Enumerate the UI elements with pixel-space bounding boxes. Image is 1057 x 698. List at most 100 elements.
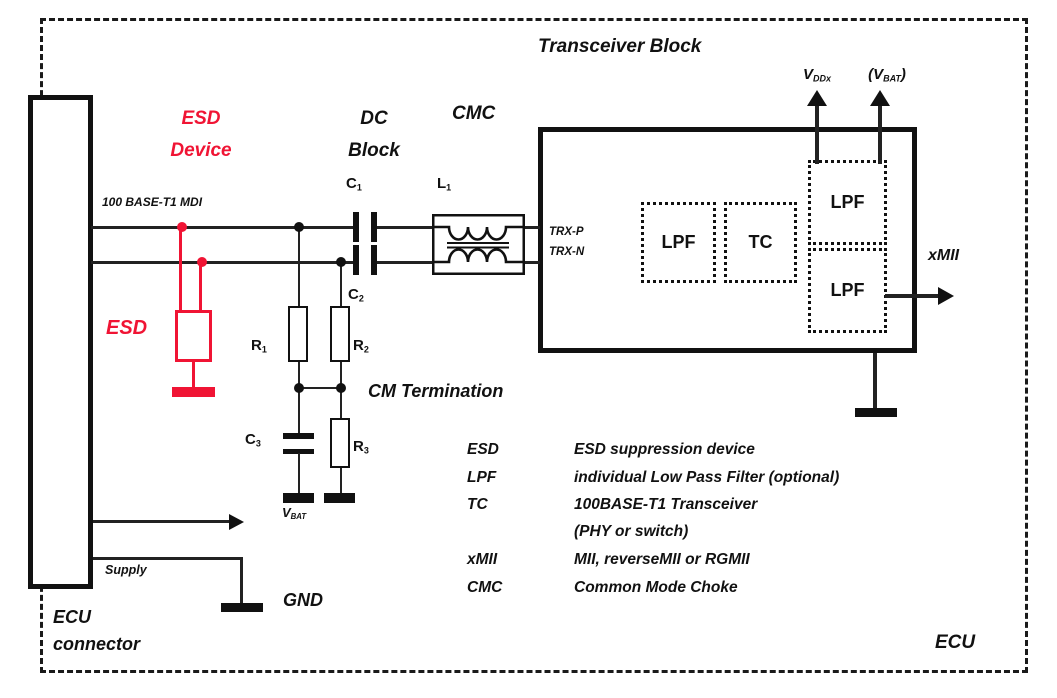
c3-capacitor-plate-bottom xyxy=(283,448,314,454)
vddx-base: V xyxy=(802,66,813,83)
junction-dot-node-left xyxy=(294,383,304,393)
supply-arrow xyxy=(229,513,244,530)
lpf-box-top: LPF xyxy=(808,160,887,245)
c1-base: C xyxy=(346,175,357,192)
vbat-bottom-sub: BAT xyxy=(290,512,307,522)
c2-sub: 2 xyxy=(358,293,364,304)
xmii-wire xyxy=(885,294,940,298)
legend-term-esd: ESD xyxy=(467,441,499,458)
c1-capacitor-plate-left xyxy=(353,212,359,242)
transceiver-ground-symbol xyxy=(855,408,897,417)
legend-term-tc: TC xyxy=(467,496,488,513)
lpf-left-label: LPF xyxy=(661,232,696,252)
r1-resistor xyxy=(288,306,308,362)
r1-lead-bottom xyxy=(297,360,300,389)
c3-terminal-bar xyxy=(283,493,314,503)
c2-capacitor-plate-left xyxy=(353,245,359,275)
r3-terminal-bar xyxy=(324,493,355,503)
lpf-box-bottom: LPF xyxy=(808,248,887,333)
esd-component-label: ESD xyxy=(106,317,148,339)
vddx-arrow xyxy=(807,90,827,106)
c1-capacitor-plate-right xyxy=(371,212,377,242)
legend-desc-tc: 100BASE-T1 Transceiver xyxy=(574,496,758,513)
vddx-sub: DDx xyxy=(813,73,832,84)
r3-resistor xyxy=(330,418,350,468)
vbat-open: ( xyxy=(868,66,874,83)
cmc-choke-symbol xyxy=(432,214,525,275)
tc-box: TC xyxy=(724,202,797,283)
legend-desc-cmc: Common Mode Choke xyxy=(574,579,738,596)
ecu-label: ECU xyxy=(935,632,976,653)
c3-capacitor-plate-top xyxy=(283,433,314,439)
esd-junction-dot-top xyxy=(177,222,187,232)
c1-sub: 1 xyxy=(356,182,362,193)
vbat-close: ) xyxy=(900,66,906,83)
dc-block-section-label: DC Block xyxy=(331,103,417,167)
r1-base: R xyxy=(251,337,262,354)
r3-base: R xyxy=(353,438,364,455)
c3-sub: 3 xyxy=(255,438,261,449)
legend-term-cmc: CMC xyxy=(467,579,503,596)
esd-lead-left xyxy=(179,227,182,311)
legend-desc-esd: ESD suppression device xyxy=(574,441,755,458)
r3-lead-top xyxy=(339,388,342,418)
c1-wire-gap xyxy=(359,222,372,232)
esd-device-line2: Device xyxy=(170,140,232,161)
vbat-sub: BAT xyxy=(883,73,901,84)
junction-dot-trxn-r2 xyxy=(336,257,346,267)
vbat-bottom-base: V xyxy=(282,505,291,520)
cm-termination-label: CM Termination xyxy=(368,381,504,401)
transceiver-block-title: Transceiver Block xyxy=(538,36,702,57)
c3-lead-bottom xyxy=(297,453,300,494)
r1-sub: 1 xyxy=(261,344,267,355)
c2-wire-gap xyxy=(359,257,372,267)
l1-base: L xyxy=(437,175,447,192)
r2-lead-top xyxy=(339,262,342,307)
junction-dot-trxp-r1 xyxy=(294,222,304,232)
c2-base: C xyxy=(348,286,359,303)
esd-device-section-label: ESD Device xyxy=(155,103,247,167)
r2-sub: 2 xyxy=(363,344,369,355)
ecu-connector-line1: ECU xyxy=(53,607,92,627)
vddx-label: VDDx xyxy=(782,66,852,84)
vbat-top-label: (VBAT) xyxy=(849,66,925,84)
lpf-top-label: LPF xyxy=(830,192,865,212)
transceiver-ground-stem xyxy=(873,351,877,409)
lpf-box-left: LPF xyxy=(641,202,716,283)
supply-wire xyxy=(91,520,230,523)
legend-desc-xmii: MII, reverseMII or RGMII xyxy=(574,551,750,568)
dc-block-line1: DC xyxy=(360,108,388,129)
c3-ref-label: C3 xyxy=(245,431,261,449)
l1-sub: 1 xyxy=(446,182,452,193)
gnd-wire-vertical xyxy=(240,557,243,605)
r2-lead-bottom xyxy=(339,360,342,389)
trx-n-label: TRX-N xyxy=(549,246,585,258)
legend-term-lpf: LPF xyxy=(467,469,497,486)
junction-dot-node-right xyxy=(336,383,346,393)
lpf-bottom-label: LPF xyxy=(830,280,865,300)
ecu-connector-line2: connector xyxy=(53,634,141,654)
r1-ref-label: R1 xyxy=(251,337,267,355)
esd-ground-symbol xyxy=(172,387,215,397)
c3-base: C xyxy=(245,431,256,448)
vbat-arrow-shaft xyxy=(878,104,882,164)
wire-trx-n xyxy=(91,261,540,264)
trx-p-label: TRX-P xyxy=(549,226,584,238)
vbat-arrow xyxy=(870,90,890,106)
vbat-base: V xyxy=(873,66,884,83)
r2-ref-label: R2 xyxy=(353,337,369,355)
legend-desc-tc2: (PHY or switch) xyxy=(574,523,689,540)
r2-base: R xyxy=(353,337,364,354)
r1-lead-top xyxy=(297,227,300,307)
c2-ref-label: C2 xyxy=(348,286,364,304)
legend-term-xmii: xMII xyxy=(467,551,498,568)
ecu-connector-label: ECU connector xyxy=(53,604,140,658)
esd-junction-dot-bottom xyxy=(197,257,207,267)
esd-lead-right xyxy=(199,262,202,311)
wire-trx-p xyxy=(91,226,540,229)
vbat-bottom-label: VBAT xyxy=(282,505,306,521)
vddx-arrow-shaft xyxy=(815,104,819,164)
gnd-label: GND xyxy=(283,590,323,610)
dc-block-line2: Block xyxy=(348,140,400,161)
